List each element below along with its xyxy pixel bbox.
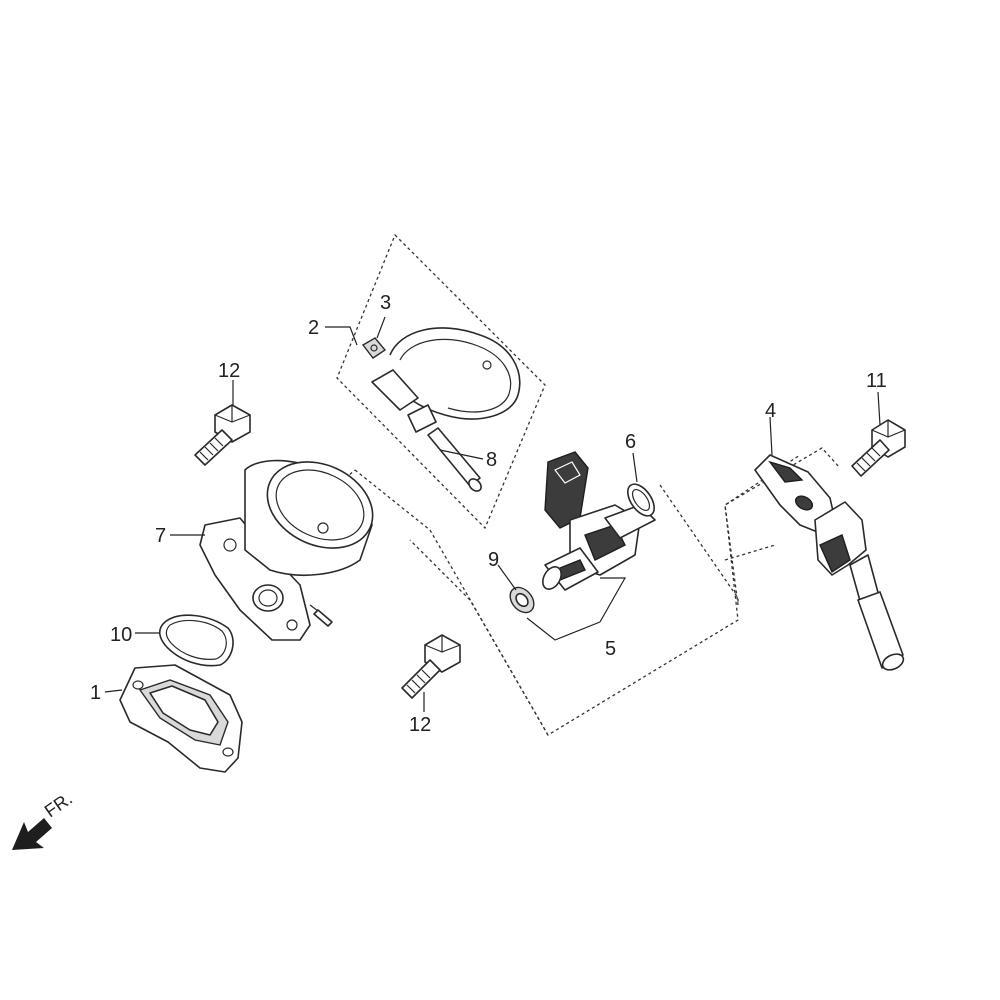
callout-7: 7 [155,525,166,547]
bolt-right [851,419,906,477]
callout-12-upper: 12 [218,360,240,382]
callout-10: 10 [110,624,132,646]
callout-1: 1 [90,682,101,704]
bolt-lower [401,634,461,699]
callout-4: 4 [765,400,776,422]
bolt-upper [194,404,251,466]
gasket-ring [158,614,234,667]
callout-5: 5 [605,638,616,660]
callout-6: 6 [625,431,636,453]
clamp-nut [361,337,387,359]
group-outline-injector-holder [659,454,801,606]
front-direction-label: FR. [41,788,76,821]
callout-9: 9 [488,549,499,571]
insulator-flange [119,664,243,773]
clamp-screw [427,427,482,492]
front-direction-arrow-icon [12,818,52,850]
injector-o-ring [627,483,655,517]
callout-2: 2 [308,317,319,339]
injector-seal [509,586,535,614]
callout-3: 3 [380,292,391,314]
fuel-injector [542,451,656,591]
hose-clamp [371,327,521,433]
callout-8: 8 [486,449,497,471]
fuel-joint [754,454,905,671]
throttle-body [199,459,374,641]
group-outline-clamp-kit [336,233,546,530]
callout-11: 11 [866,370,887,392]
callout-12-lower: 12 [409,714,431,736]
leader-lines [104,316,881,712]
